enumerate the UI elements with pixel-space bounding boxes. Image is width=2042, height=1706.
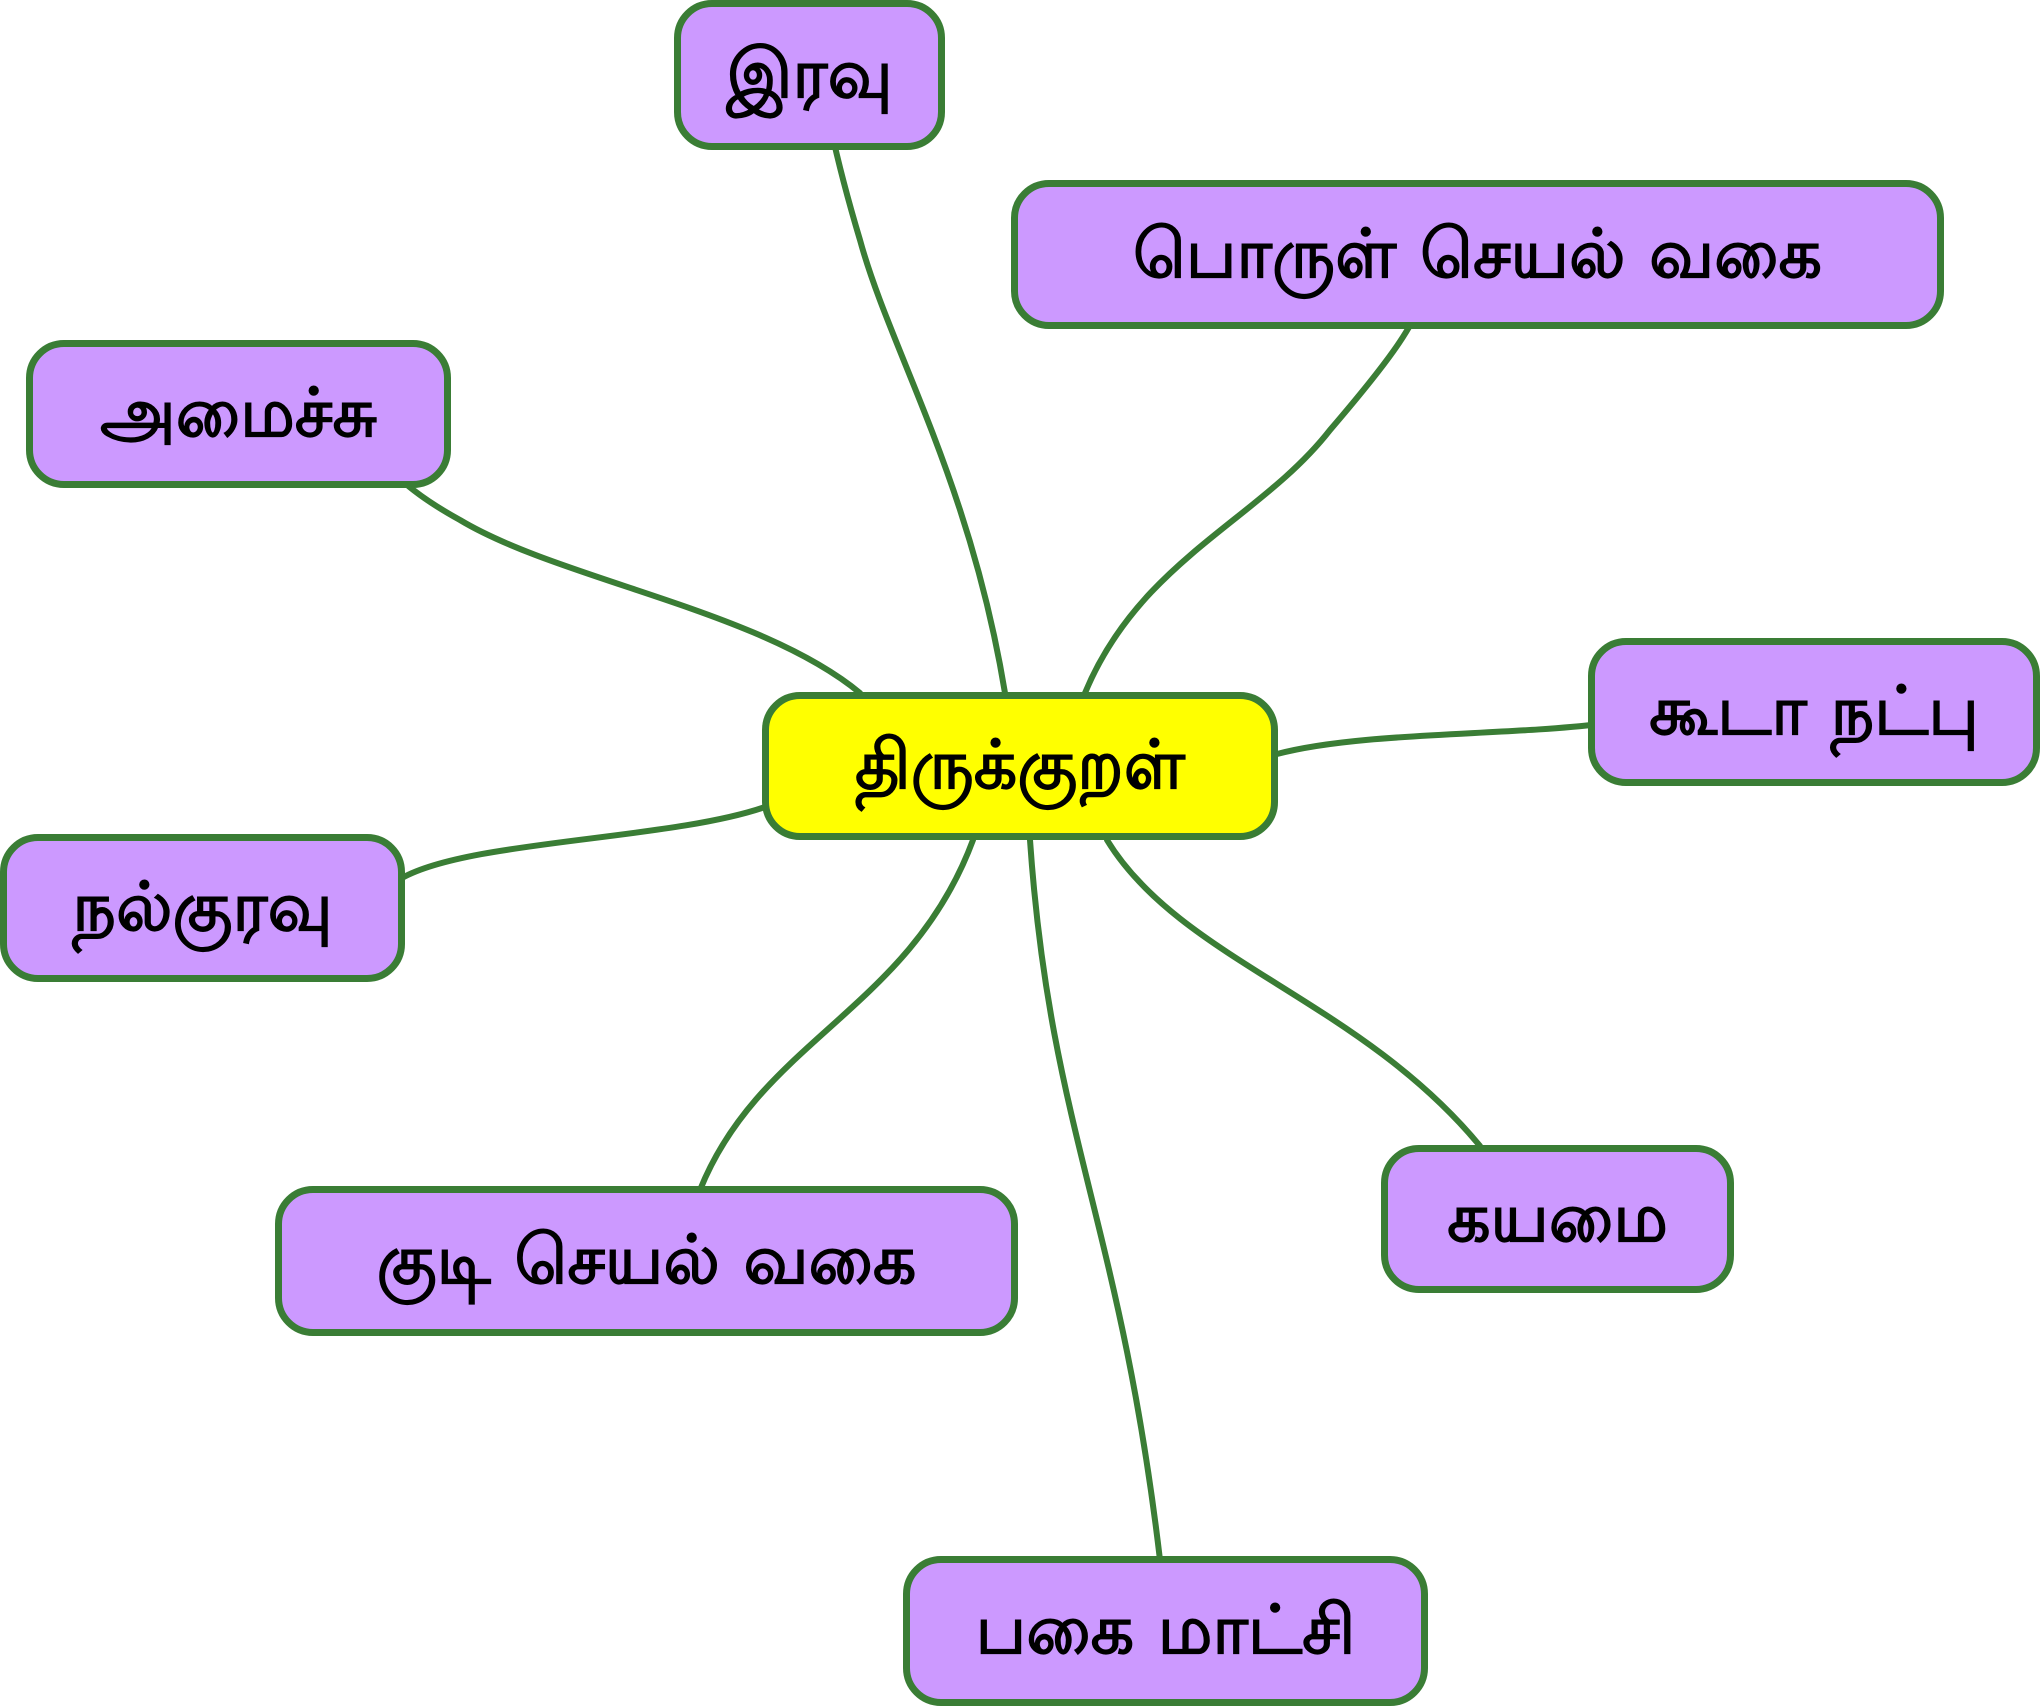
branch-node-porul-seyal-vagai[interactable]: பொருள் செயல் வகை [1011,180,1944,329]
branch-node-label: நல்குரவு [72,868,333,947]
edge-center-to-porul-seyal-vagai [1082,302,1423,696]
edge-center-to-kayamai [1104,837,1483,1149]
branch-node-label: குடி செயல் வகை [376,1221,917,1300]
branch-node-label: பகை மாட்சி [975,1591,1356,1670]
center-node-thirukkural[interactable]: திருக்குறள் [762,692,1278,840]
branch-node-kooda-natpu[interactable]: கூடா நட்பு [1588,638,2040,786]
branch-node-kayamai[interactable]: கயமை [1381,1145,1734,1293]
edge-center-to-pagai-maatchi [1027,837,1163,1563]
center-node-label: திருக்குறள் [855,726,1185,805]
edge-center-to-nalkuravu [399,804,768,881]
branch-node-label: கூடா நட்பு [1649,672,1979,751]
branch-node-label: பொருள் செயல் வகை [1132,214,1823,294]
branch-node-amaichu[interactable]: அமைச்சு [26,340,451,488]
edge-center-to-amaichu [389,467,863,696]
branch-node-label: இரவு [726,35,893,114]
branch-node-nalkuravu[interactable]: நல்குரவு [0,834,405,982]
edge-center-to-kudi-seyal-vagai [697,837,976,1193]
branch-node-label: கயமை [1447,1179,1668,1258]
edge-center-to-iravu [824,107,1008,696]
branch-node-kudi-seyal-vagai[interactable]: குடி செயல் வகை [275,1186,1018,1336]
edge-center-to-kooda-natpu [1274,721,1603,757]
branch-node-pagai-maatchi[interactable]: பகை மாட்சி [903,1556,1428,1706]
branch-node-iravu[interactable]: இரவு [674,0,945,150]
branch-node-label: அமைச்சு [100,374,377,453]
